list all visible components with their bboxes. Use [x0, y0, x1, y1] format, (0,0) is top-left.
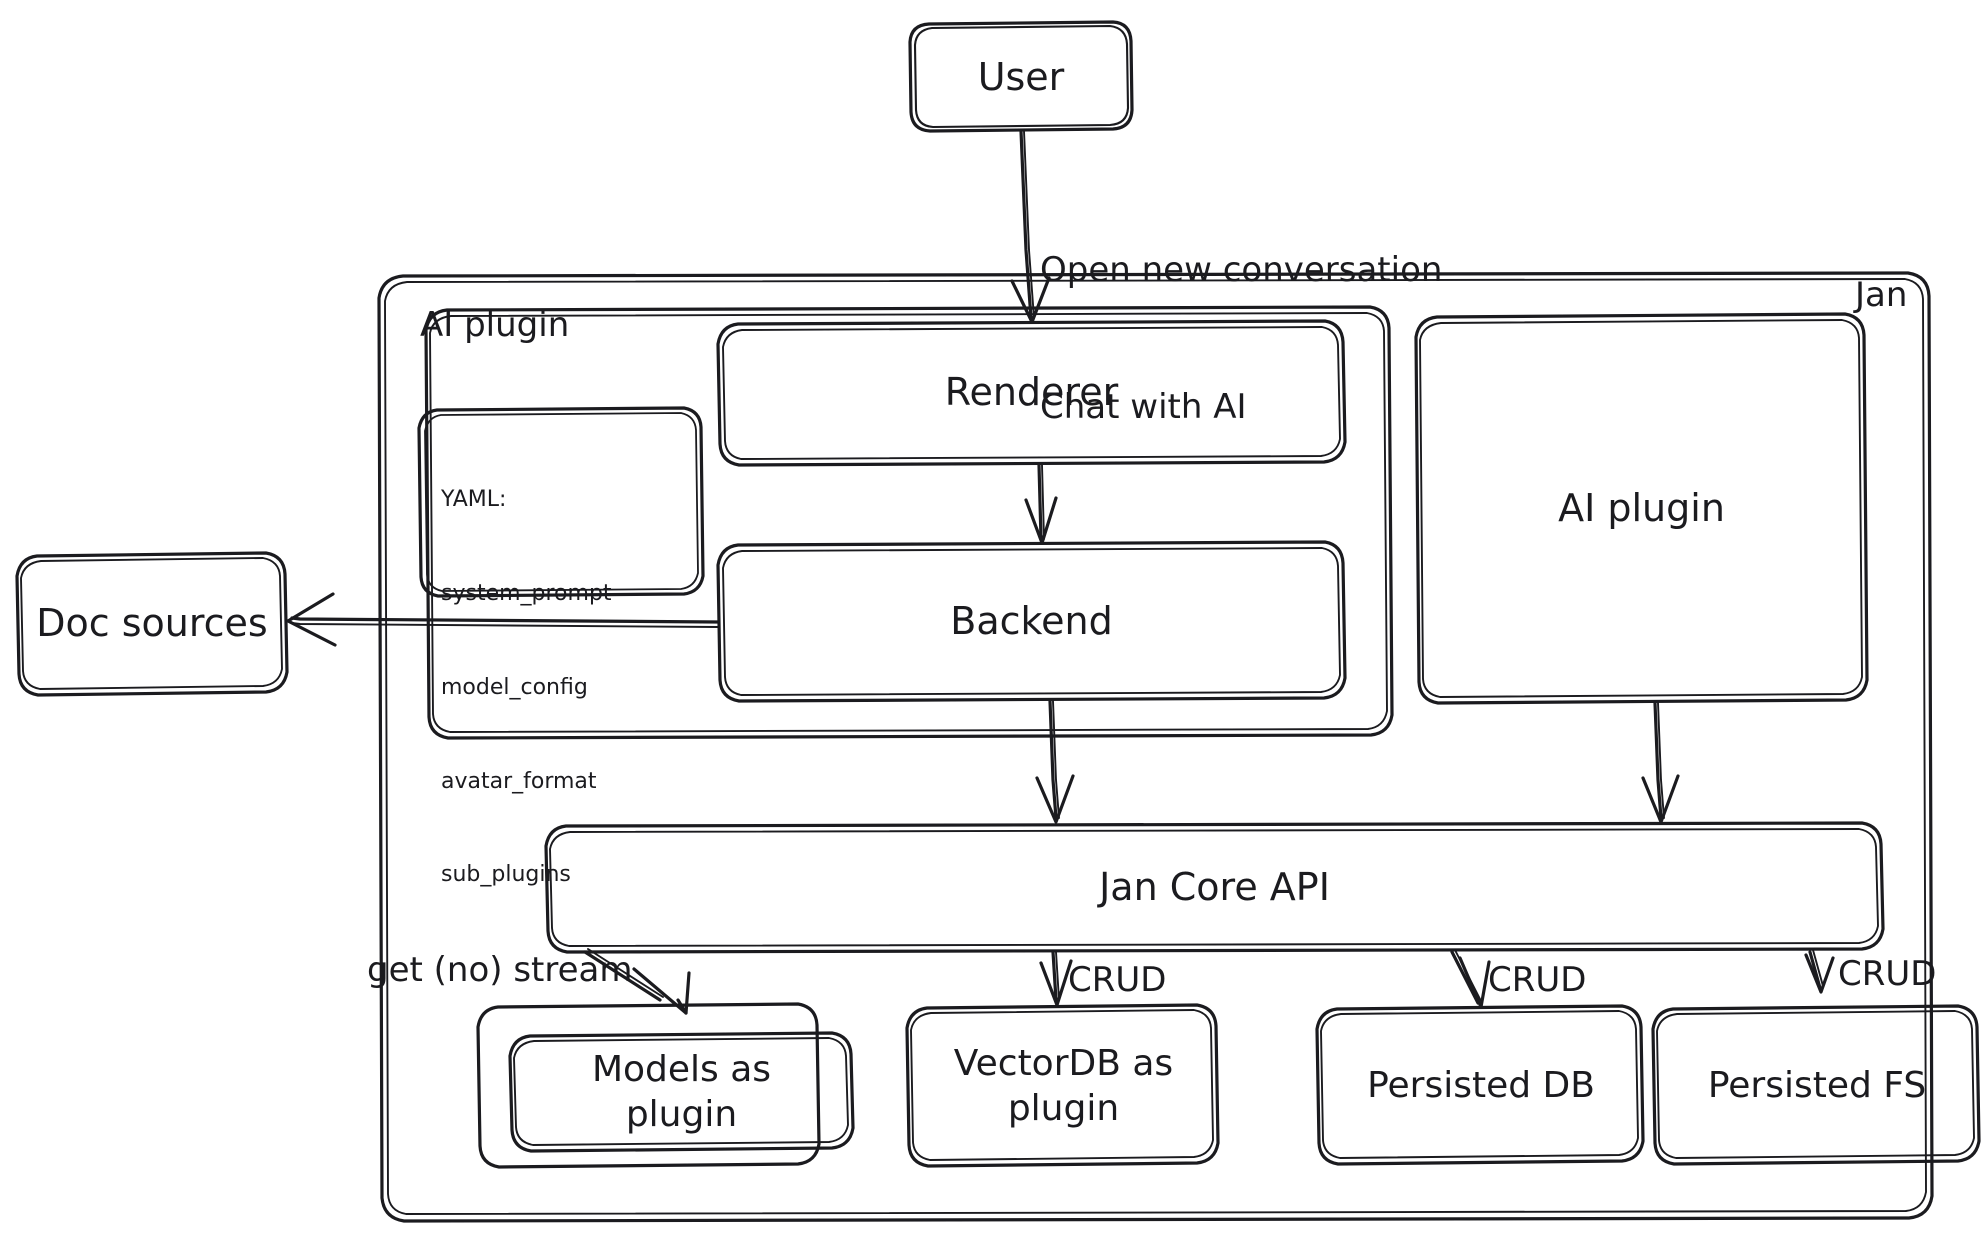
arrow-core-to-models	[583, 948, 691, 1015]
persisted-fs-box-outline	[1651, 1004, 1981, 1166]
yaml-key-model-config: model_config	[441, 674, 588, 700]
node-backend[interactable]: Backend	[718, 542, 1345, 701]
node-persisted-fs-label: Persisted FS	[1707, 1065, 1927, 1106]
yaml-key-system-prompt: system_prompt	[441, 581, 612, 607]
node-ai-plugin-right-label: AI plugin	[1558, 485, 1725, 530]
vectordb-box-outline	[905, 1003, 1220, 1168]
arrow-core-to-persisted-db	[1450, 949, 1491, 1009]
models-box-outline	[476, 1002, 855, 1169]
user-box-outline	[908, 20, 1134, 133]
arrow-ai-plugin-to-core	[1641, 701, 1680, 824]
node-user-label: User	[977, 55, 1065, 100]
node-vectordb-as-plugin[interactable]: VectorDB as plugin	[909, 1008, 1218, 1164]
arrow-backend-to-doc-sources	[286, 592, 720, 647]
ai-plugin-group-label: AI plugin	[420, 305, 570, 345]
jan-core-api-box-outline	[544, 821, 1885, 954]
yaml-key-avatar-format: avatar_format	[441, 768, 597, 794]
edge-label-line-2: Chat with AI	[1040, 387, 1247, 428]
jan-container-label: Jan	[1855, 275, 1908, 315]
edge-label-user-to-renderer: Open new conversation Chat with AI	[1040, 156, 1442, 523]
node-persisted-db[interactable]: Persisted DB	[1319, 1008, 1643, 1163]
edge-label-core-to-persisted-db: CRUD	[1488, 960, 1587, 1000]
node-jan-core-api-label: Jan Core API	[1099, 864, 1330, 909]
edge-label-core-to-vectordb: CRUD	[1068, 960, 1167, 1000]
arrow-renderer-to-backend	[1024, 463, 1058, 545]
node-vectordb-as-plugin-label: VectorDB as plugin	[953, 1043, 1174, 1129]
persisted-db-box-outline	[1315, 1004, 1645, 1166]
node-renderer[interactable]: Renderer	[718, 321, 1345, 465]
node-ai-plugin-right[interactable]: AI plugin	[1416, 314, 1867, 703]
node-jan-core-api[interactable]: Jan Core API	[546, 823, 1883, 952]
ai-plugin-group-outline	[424, 305, 1394, 740]
renderer-box-outline	[716, 319, 1347, 467]
node-renderer-label: Renderer	[944, 370, 1119, 415]
jan-container-outline	[377, 271, 1934, 1223]
backend-box-outline	[716, 540, 1347, 703]
arrow-core-to-vectordb	[1039, 950, 1073, 1007]
yaml-card: YAML: system_prompt model_config avatar_…	[441, 422, 691, 953]
yaml-card-title: YAML:	[441, 487, 507, 513]
arrow-user-to-renderer	[1010, 129, 1051, 324]
arrow-backend-to-core	[1035, 699, 1075, 824]
edge-label-core-to-models: get (no) stream	[367, 950, 633, 990]
edge-label-line-1: Open new conversation	[1040, 249, 1443, 290]
node-persisted-db-label: Persisted DB	[1367, 1065, 1595, 1106]
edge-label-core-to-persisted-fs: CRUD	[1838, 954, 1937, 994]
doc-sources-box-outline	[15, 551, 289, 697]
node-models-as-plugin[interactable]: Models as plugin	[512, 1036, 851, 1148]
node-persisted-fs[interactable]: Persisted FS	[1655, 1008, 1979, 1163]
yaml-card-outline	[417, 406, 705, 598]
ai-plugin-right-box-outline	[1414, 312, 1869, 705]
node-models-as-plugin-label: Models as plugin	[591, 1049, 772, 1135]
node-user[interactable]: User	[910, 24, 1132, 132]
node-doc-sources-label: Doc sources	[36, 601, 268, 646]
node-doc-sources[interactable]: Doc sources	[17, 553, 287, 695]
node-backend-label: Backend	[950, 598, 1113, 643]
arrow-core-to-persisted-fs	[1804, 949, 1835, 994]
yaml-key-sub-plugins: sub_plugins	[441, 862, 571, 888]
